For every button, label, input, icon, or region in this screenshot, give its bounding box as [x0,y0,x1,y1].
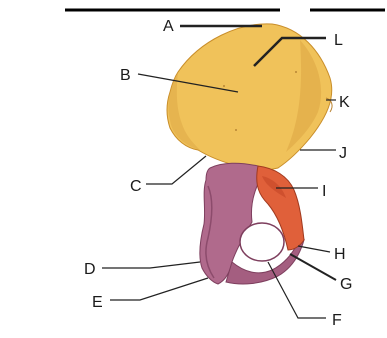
label-d: D [84,261,96,278]
leader-e [110,278,208,300]
label-a: A [163,18,174,35]
leader-h [298,246,330,252]
label-g: G [340,276,352,293]
label-c: C [130,178,142,195]
label-b: B [120,67,131,84]
obturator-foramen [240,223,284,261]
label-i: I [322,183,326,200]
leader-d [102,262,200,268]
leader-c [146,156,206,184]
leader-g [290,254,336,280]
label-e: E [92,294,103,311]
label-h: H [334,246,346,263]
label-k: K [339,94,350,111]
label-f: F [332,312,342,329]
label-j: J [339,145,347,162]
label-l: L [334,32,343,49]
